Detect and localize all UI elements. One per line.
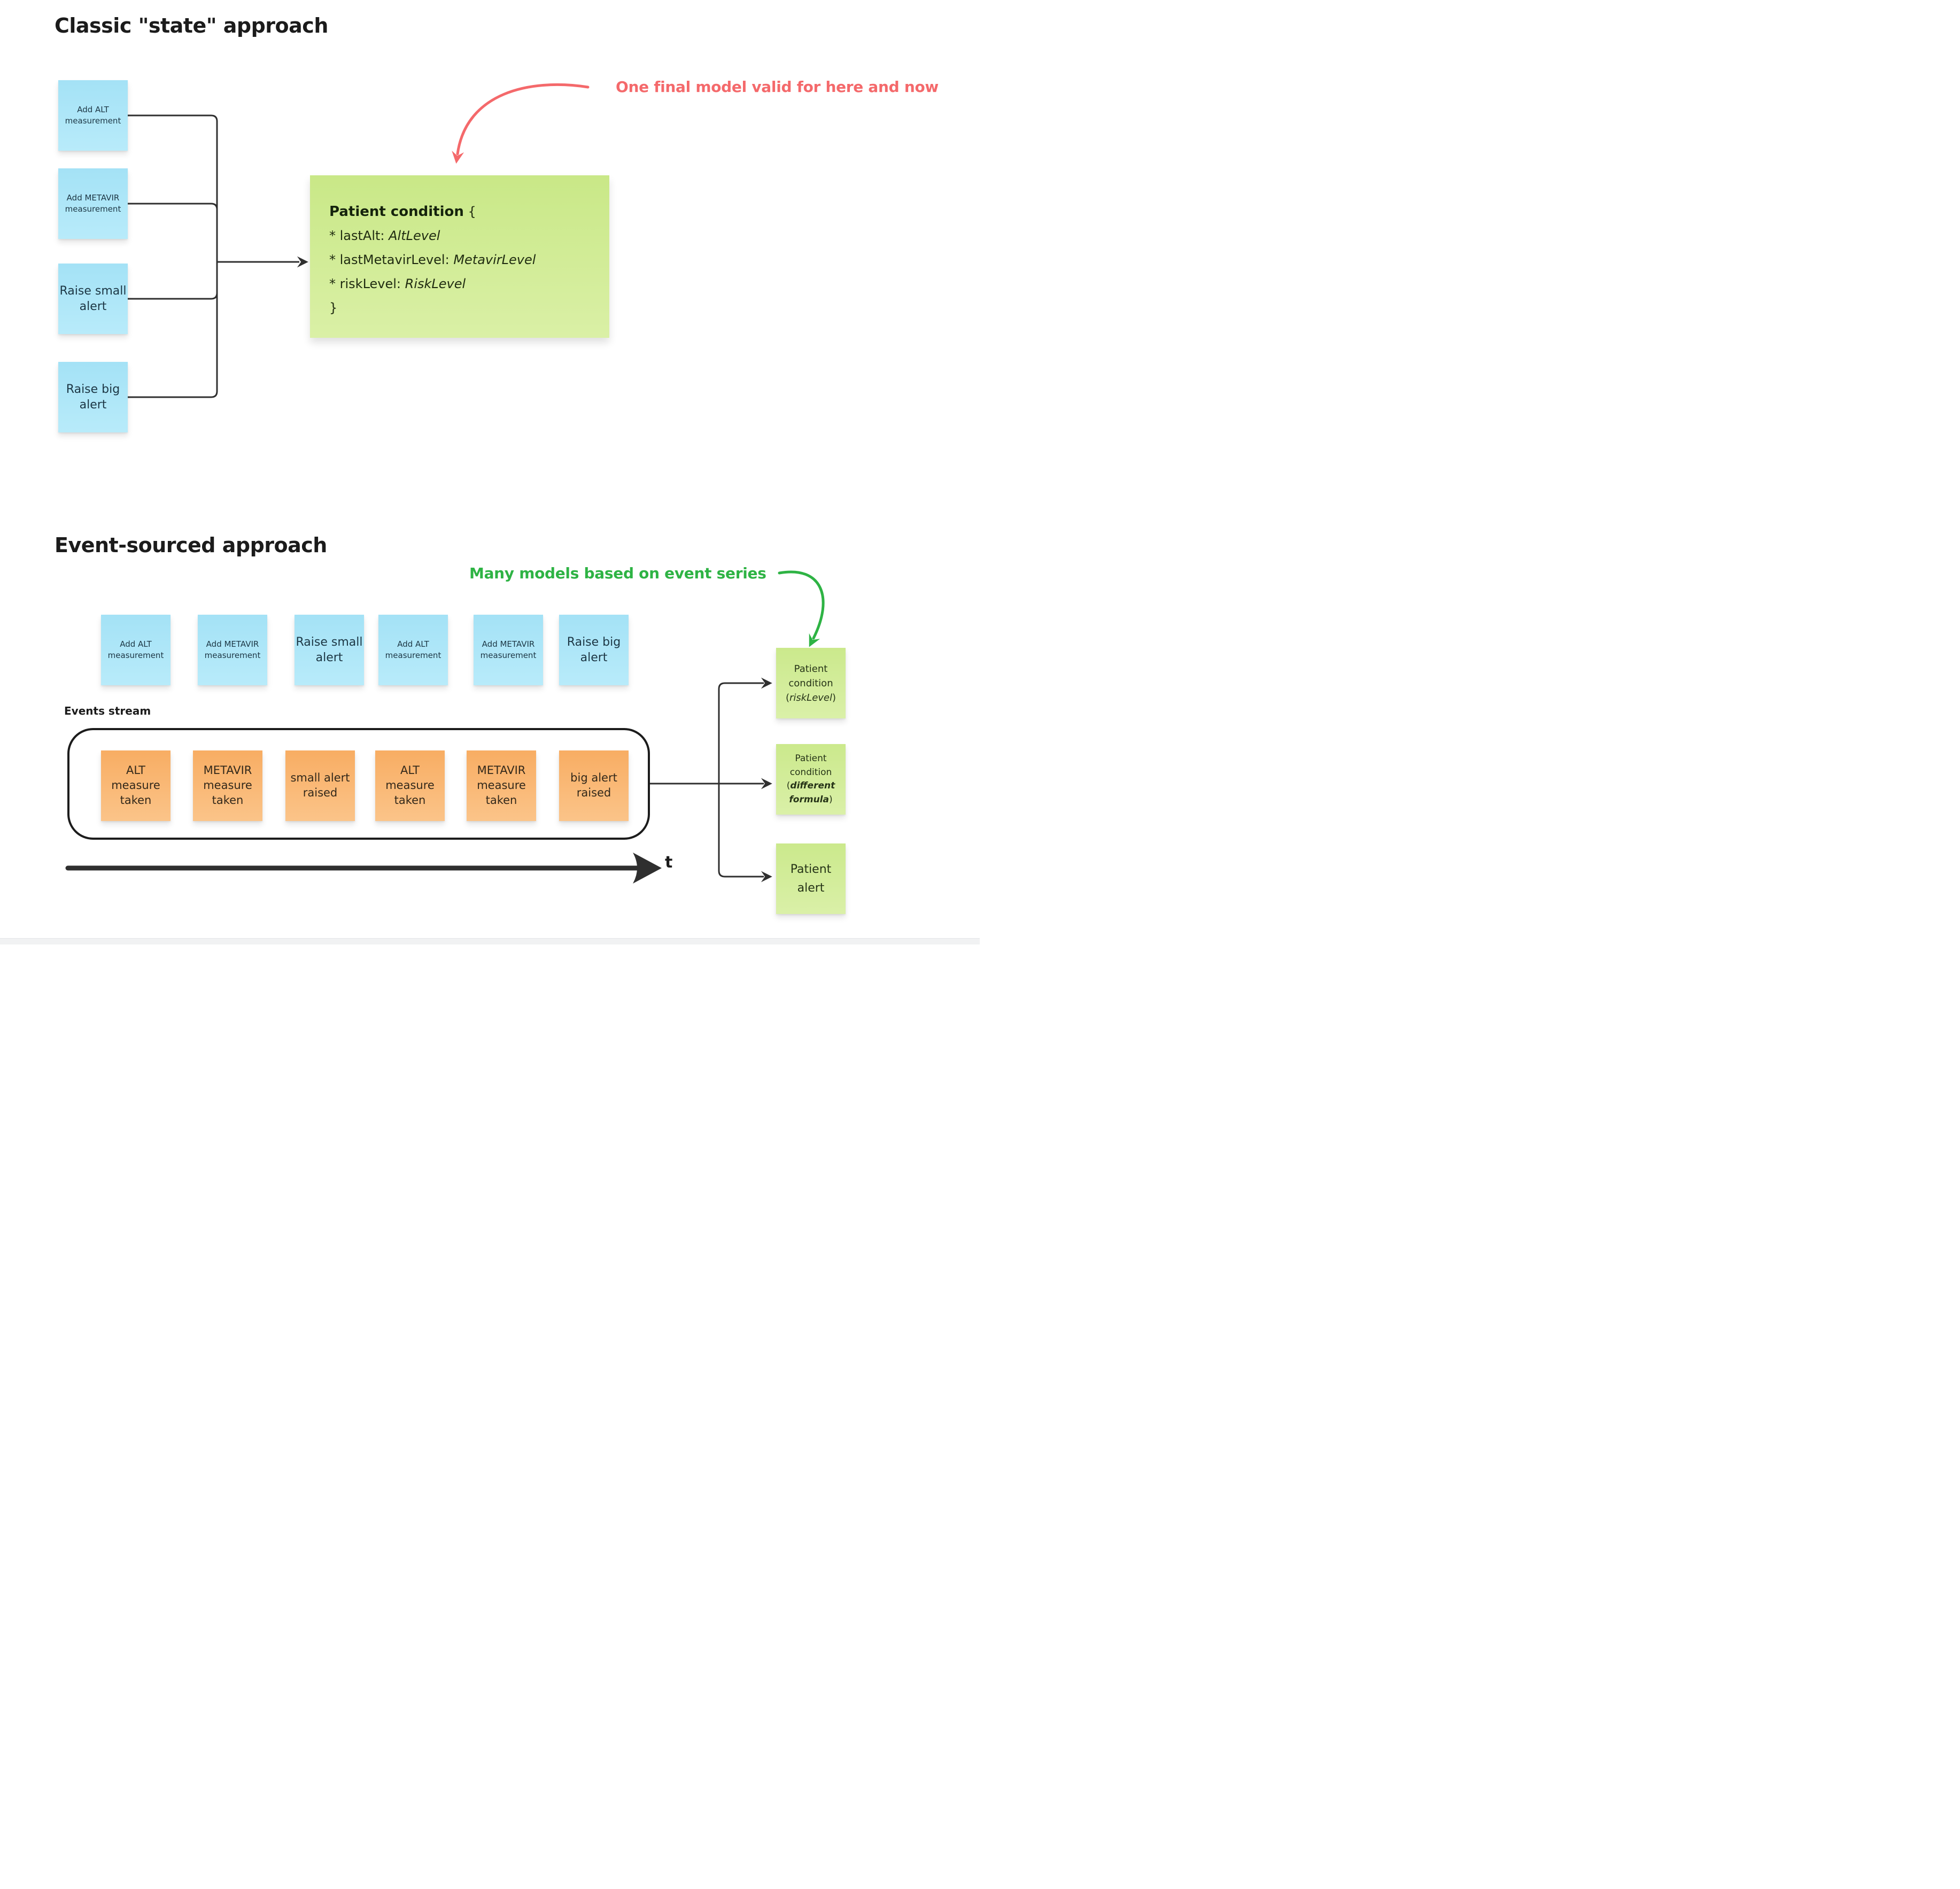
classic-annotation: One final model valid for here and now bbox=[615, 78, 939, 96]
event-note-metavir-taken-1: METAVIR measure taken bbox=[193, 750, 262, 821]
time-axis-label: t bbox=[665, 853, 673, 872]
events-stream-label: Events stream bbox=[64, 704, 151, 717]
patient-condition-model-note: Patient condition { * lastAlt: AltLevel … bbox=[310, 175, 609, 338]
command-note-raise-small-alert: Raise small alert bbox=[58, 264, 128, 334]
command-note-raise-big-alert: Raise big alert bbox=[58, 362, 128, 432]
model-closing-brace: } bbox=[329, 300, 338, 315]
classic-section-title: Classic "state" approach bbox=[55, 14, 328, 37]
classic-merge-connector bbox=[127, 114, 218, 398]
event-note-alt-taken-1: ALT measure taken bbox=[101, 750, 171, 821]
model-note-patient-alert: Patient alert bbox=[776, 843, 846, 914]
model-field-lastmetavir: * lastMetavirLevel: MetavirLevel bbox=[329, 252, 536, 267]
event-annotation: Many models based on event series bbox=[469, 564, 766, 582]
event-note-alt-taken-2: ALT measure taken bbox=[375, 750, 445, 821]
event-note-big-alert-raised: big alert raised bbox=[559, 750, 629, 821]
event-command-add-metavir-1: Add METAVIR measurement bbox=[198, 615, 267, 685]
model-heading-line: Patient condition { bbox=[329, 204, 476, 220]
red-annotation-arrow bbox=[452, 83, 590, 164]
event-command-raise-small-alert: Raise small alert bbox=[295, 615, 364, 685]
command-note-add-alt: Add ALT measurement bbox=[58, 80, 128, 151]
event-command-add-metavir-2: Add METAVIR measurement bbox=[474, 615, 543, 685]
connector-layer bbox=[65, 83, 825, 884]
green-annotation-arrow bbox=[778, 570, 825, 647]
event-command-add-alt-1: Add ALT measurement bbox=[101, 615, 171, 685]
events-stream-frame bbox=[67, 728, 650, 840]
event-note-small-alert-raised: small alert raised bbox=[285, 750, 355, 821]
command-note-add-metavir: Add METAVIR measurement bbox=[58, 168, 128, 239]
model-field-lastalt: * lastAlt: AltLevel bbox=[329, 228, 440, 243]
event-section-title: Event-sourced approach bbox=[55, 533, 327, 557]
diagram-canvas: Classic "state" approach One final model… bbox=[0, 0, 980, 944]
event-note-metavir-taken-2: METAVIR measure taken bbox=[467, 750, 536, 821]
model-field-risklevel: * riskLevel: RiskLevel bbox=[329, 276, 466, 291]
model-note-different-formula: Patient condition (different formula) bbox=[776, 744, 846, 815]
branch-connector bbox=[649, 677, 772, 882]
timeline-arrow bbox=[65, 853, 662, 884]
event-command-add-alt-2: Add ALT measurement bbox=[378, 615, 448, 685]
event-command-raise-big-alert: Raise big alert bbox=[559, 615, 629, 685]
model-note-risklevel: Patient condition (riskLevel) bbox=[776, 648, 846, 718]
bottom-edge-strip bbox=[0, 938, 980, 944]
